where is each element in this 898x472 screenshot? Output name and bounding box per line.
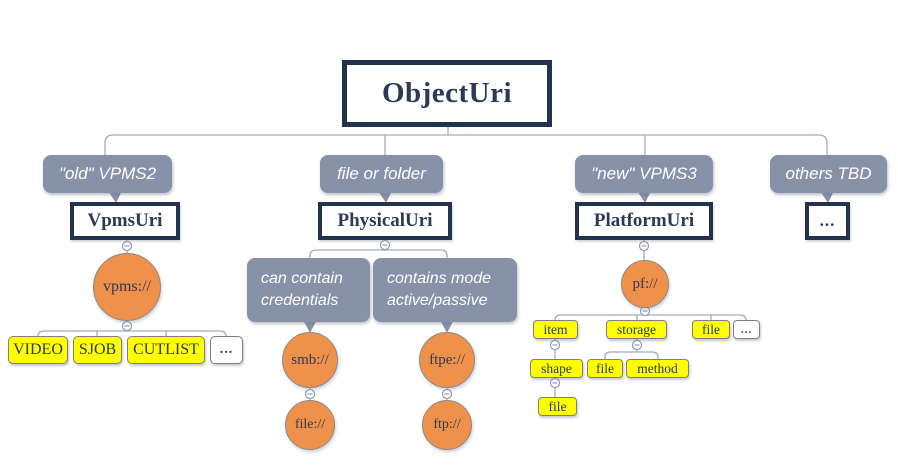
node-platformuri[interactable]: PlatformUri: [575, 202, 713, 240]
callout-file-or-folder[interactable]: file or folder: [320, 155, 443, 193]
callout-new-vpms3[interactable]: "new" VPMS3: [575, 155, 713, 193]
node-others-ellipsis[interactable]: ...: [805, 202, 850, 240]
scheme-circle-smb[interactable]: smb://: [282, 332, 338, 388]
scheme-circle-vpms[interactable]: vpms://: [93, 253, 161, 321]
scheme-circle-file[interactable]: file://: [285, 400, 335, 450]
leaf-storage[interactable]: storage: [606, 320, 667, 339]
note-can-contain-credentials[interactable]: can contain credentials: [247, 258, 370, 322]
scheme-circle-ftp[interactable]: ftp://: [422, 400, 472, 450]
collapse-toggle: [441, 388, 453, 400]
callout-old-vpms2[interactable]: "old" VPMS2: [43, 155, 172, 193]
leaf-storage-file[interactable]: file: [587, 359, 623, 378]
note-contains-mode[interactable]: contains mode active/passive: [373, 258, 517, 322]
collapse-toggle: [304, 388, 316, 400]
leaf-file[interactable]: file: [692, 320, 730, 339]
node-physicaluri[interactable]: PhysicalUri: [318, 202, 452, 240]
leaf-method[interactable]: method: [626, 359, 689, 378]
callout-others-tbd[interactable]: others TBD: [770, 155, 887, 193]
leaf-platform-ellipsis[interactable]: ...: [733, 320, 760, 339]
leaf-vpms-ellipsis[interactable]: ...: [210, 336, 243, 364]
leaf-item[interactable]: item: [533, 320, 578, 339]
leaf-sjob[interactable]: SJOB: [73, 336, 122, 364]
scheme-circle-ftpe[interactable]: ftpe://: [419, 332, 475, 388]
leaf-cutlist[interactable]: CUTLIST: [127, 336, 205, 364]
collapse-toggle: [631, 339, 643, 351]
root-node-objecturi[interactable]: ObjectUri: [342, 60, 552, 127]
collapse-toggle: [549, 377, 561, 389]
node-vpmsuri[interactable]: VpmsUri: [70, 202, 180, 240]
scheme-circle-pf[interactable]: pf://: [621, 260, 669, 308]
leaf-video[interactable]: VIDEO: [8, 336, 68, 364]
leaf-shape-file[interactable]: file: [538, 397, 577, 416]
collapse-toggle: [379, 239, 391, 251]
collapse-toggle: [121, 320, 133, 332]
leaf-shape[interactable]: shape: [530, 359, 583, 378]
collapse-toggle: [638, 240, 650, 252]
collapse-toggle: [549, 339, 561, 351]
collapse-toggle: [121, 240, 133, 252]
